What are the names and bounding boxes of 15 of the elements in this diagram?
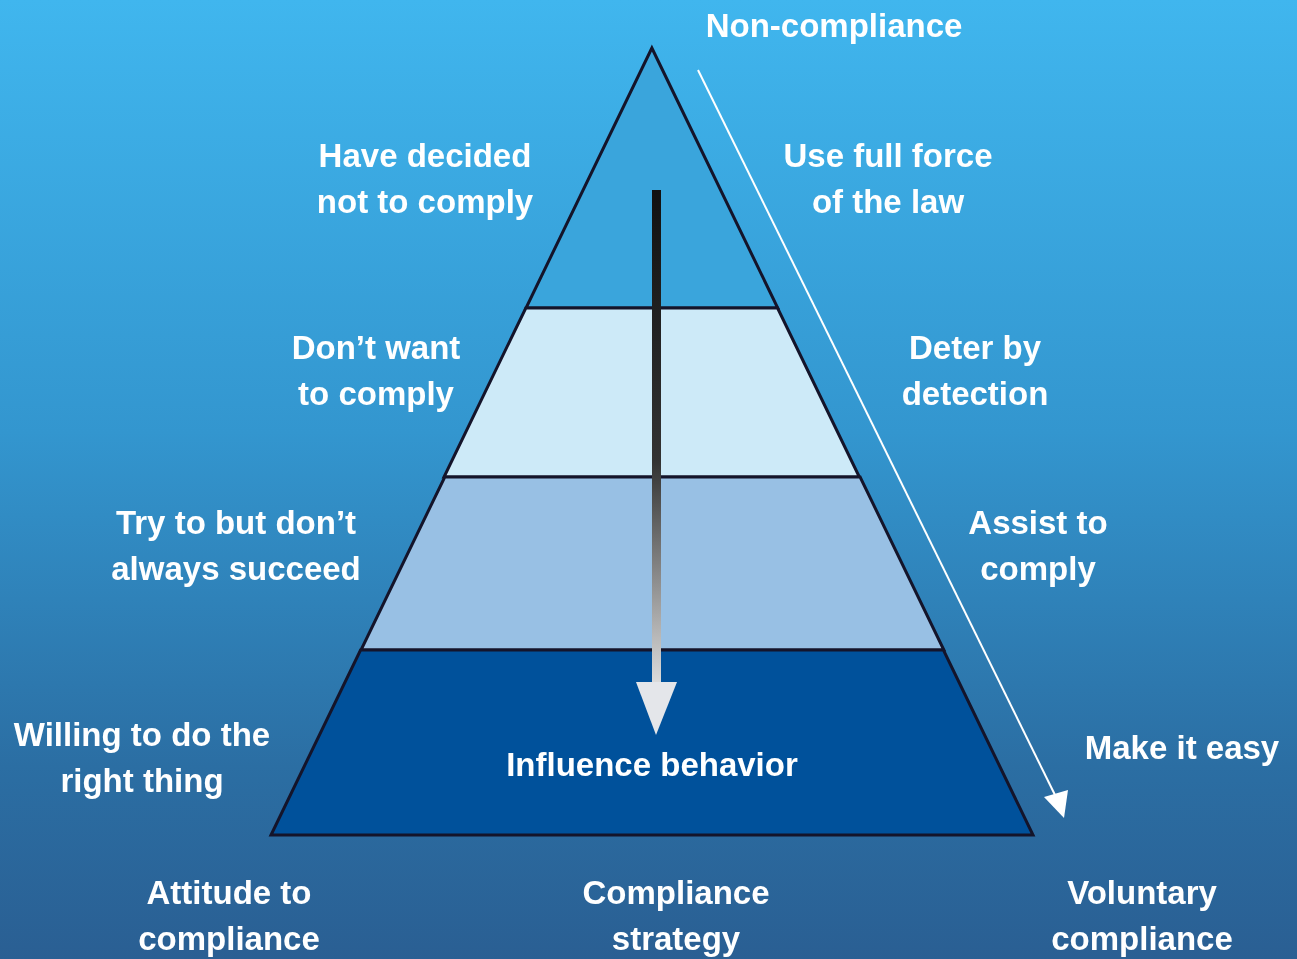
column-heading: Compliance strategy	[581, 873, 771, 959]
trapezoid-band	[360, 477, 944, 650]
column-heading: Attitude to compliance	[137, 873, 321, 959]
side-label: Use full force of the law	[782, 136, 994, 222]
band-label: Influence behavior	[505, 745, 799, 785]
side-label: Don’t want to comply	[290, 328, 462, 414]
pyramid-band	[271, 650, 1033, 835]
side-label: Assist to comply	[967, 503, 1109, 589]
side-label: Make it easy	[1084, 728, 1280, 768]
side-label: Try to but don’t always succeed	[110, 503, 362, 589]
side-label: Have decided not to comply	[315, 136, 535, 222]
column-heading: Voluntary compliance	[1050, 873, 1234, 959]
side-label: Deter by detection	[900, 328, 1050, 414]
side-label: Willing to do the right thing	[12, 715, 272, 801]
side-label: Non-compliance	[705, 6, 963, 46]
